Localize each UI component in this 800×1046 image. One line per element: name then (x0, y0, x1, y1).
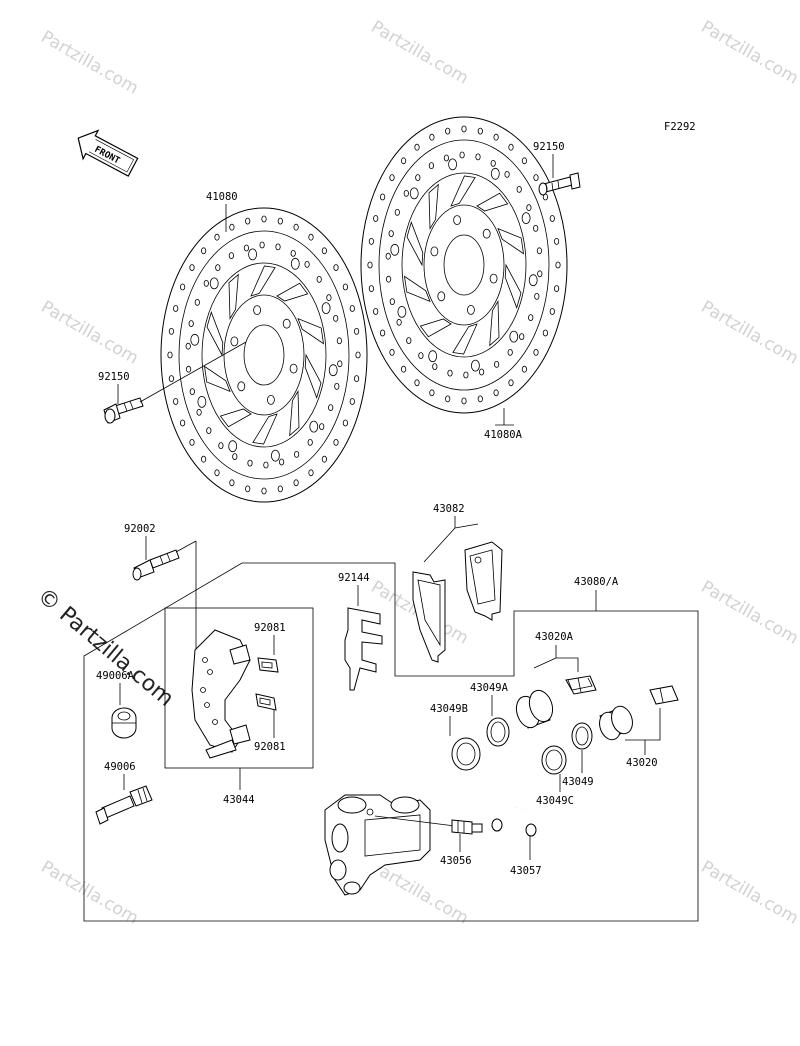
piston-small (599, 705, 633, 741)
disc-bolt-top (538, 172, 581, 196)
watermark-text: Partzilla.com (698, 857, 800, 929)
label-43020A: 43020A (535, 631, 574, 643)
bleeder-valve (451, 819, 483, 835)
label-43049B: 43049B (430, 703, 468, 715)
watermark-text: Partzilla.com (368, 857, 472, 929)
label-43056: 43056 (440, 855, 472, 867)
label-49006: 49006 (104, 761, 136, 773)
pad-retainer-spring (344, 607, 383, 691)
label-92081-top: 92081 (254, 622, 286, 634)
label-92150-top: 92150 (533, 141, 565, 153)
dust-seal-c (541, 745, 567, 775)
label-43020: 43020 (626, 757, 658, 769)
bracket-frame (164, 607, 314, 769)
dust-seal-b (451, 737, 481, 771)
bracket-boot-top (257, 657, 279, 673)
front-arrow-icon: FRONT (77, 129, 139, 177)
watermark-main: © Partzilla.com (32, 583, 178, 711)
piston-large (515, 689, 554, 729)
watermark-text: Partzilla.com (38, 297, 142, 369)
caliper-body (324, 794, 431, 896)
label-92081-bottom: 92081 (254, 741, 286, 753)
label-92150-left: 92150 (98, 371, 130, 383)
watermark-text: Partzilla.com (698, 577, 800, 649)
watermark-text: Partzilla.com (38, 27, 142, 99)
piston-seal (571, 722, 593, 750)
piston-insulator-small (649, 685, 679, 705)
label-43049C: 43049C (536, 795, 574, 807)
slide-pin (95, 785, 153, 825)
watermark-text: Partzilla.com (368, 17, 472, 89)
label-41080A: 41080A (484, 429, 523, 441)
label-43082: 43082 (433, 503, 465, 515)
brake-disc-left (160, 207, 368, 503)
bleeder-cap (491, 807, 537, 837)
caliper-bracket (191, 629, 251, 759)
bracket-boot-bottom (255, 693, 277, 711)
watermark-text: Partzilla.com (698, 17, 800, 89)
piston-seal-a (486, 717, 510, 747)
disc-bolt-left (103, 397, 144, 424)
diagram-code: F2292 (664, 121, 696, 133)
brake-pad-set (412, 541, 503, 663)
brake-disc-right (360, 116, 568, 414)
watermark-text: Partzilla.com (698, 297, 800, 369)
label-41080: 41080 (206, 191, 238, 203)
caliper-assembly-frame (83, 562, 699, 922)
label-43080A: 43080/A (574, 576, 619, 588)
label-43057: 43057 (510, 865, 542, 877)
label-43049: 43049 (562, 776, 594, 788)
label-43049A: 43049A (470, 682, 509, 694)
label-43044: 43044 (223, 794, 255, 806)
caliper-mount-bolt (132, 549, 180, 581)
label-92002: 92002 (124, 523, 156, 535)
label-49006A: 49006A (96, 670, 135, 682)
label-92144: 92144 (338, 572, 370, 584)
watermark-text: Partzilla.com (38, 857, 142, 929)
piston-insulator (565, 675, 597, 695)
pin-boot (111, 707, 137, 739)
